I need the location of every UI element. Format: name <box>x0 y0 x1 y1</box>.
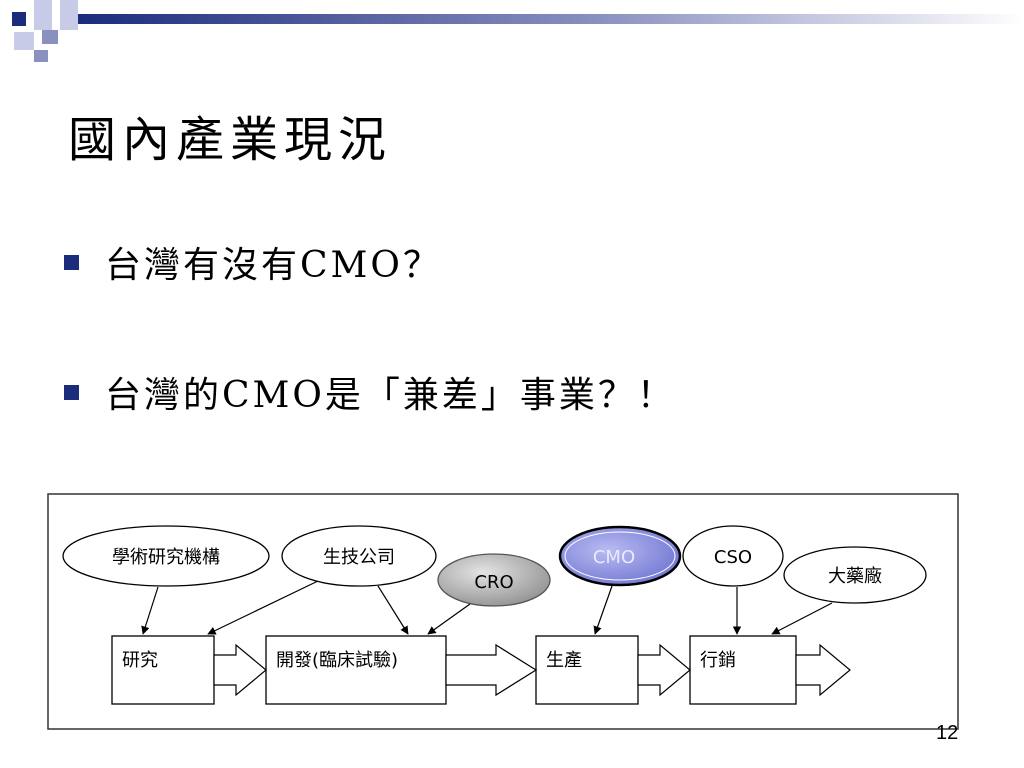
bullet-text: 台灣的CMO是「兼差」事業？！ <box>105 375 676 416</box>
deco-square <box>34 50 48 62</box>
oval-cso: CSO <box>682 525 784 587</box>
oval-label: 大藥廠 <box>828 565 882 587</box>
stage-research: 研究 <box>111 635 215 705</box>
stage-label: 生產 <box>546 650 582 671</box>
bullet-item: 台灣的CMO是「兼差」事業？！ <box>64 366 676 418</box>
bullet-square-icon <box>64 254 79 270</box>
slide-number: 12 <box>936 722 959 744</box>
oval-label: CRO <box>474 572 513 593</box>
flow-arrow <box>637 643 691 697</box>
connector-arrow <box>771 602 833 635</box>
oval-academic: 學術研究機構 <box>62 525 270 587</box>
oval-label: 學術研究機構 <box>112 547 220 568</box>
oval-pharma: 大藥廠 <box>783 546 927 604</box>
connector-arrow <box>141 586 159 635</box>
flow-arrow <box>213 643 267 697</box>
bullet-square-icon <box>64 384 79 400</box>
connector-arrow <box>377 585 409 635</box>
deco-square <box>60 0 78 30</box>
stage-production: 生產 <box>535 635 639 705</box>
oval-biotech: 生技公司 <box>281 525 437 587</box>
stage-development: 開發(臨床試驗) <box>265 635 447 705</box>
flow-arrow <box>795 643 851 697</box>
header-decoration <box>12 0 1024 62</box>
header-gradient-bar <box>78 14 1024 24</box>
stage-label: 開發(臨床試驗) <box>276 650 398 671</box>
stage-label: 研究 <box>122 650 158 671</box>
bullet-text: 台灣有沒有CMO？ <box>105 245 442 286</box>
connector-arrow <box>207 580 319 635</box>
slide-title: 國內產業現況 <box>68 112 393 168</box>
oval-cmo: CMO <box>558 525 682 587</box>
oval-label: CSO <box>714 547 752 568</box>
stage-label: 行銷 <box>700 650 736 671</box>
oval-cro: CRO <box>437 553 551 607</box>
deco-square <box>42 30 58 44</box>
bullet-item: 台灣有沒有CMO？ <box>64 236 442 288</box>
flow-arrow <box>445 643 538 697</box>
stage-marketing: 行銷 <box>689 635 797 705</box>
deco-square <box>12 12 26 26</box>
deco-square <box>34 0 52 30</box>
oval-label: 生技公司 <box>323 547 395 568</box>
oval-label: CMO <box>593 547 635 568</box>
connector-arrow <box>427 603 471 635</box>
deco-square <box>14 32 34 50</box>
connector-arrow <box>593 585 613 635</box>
